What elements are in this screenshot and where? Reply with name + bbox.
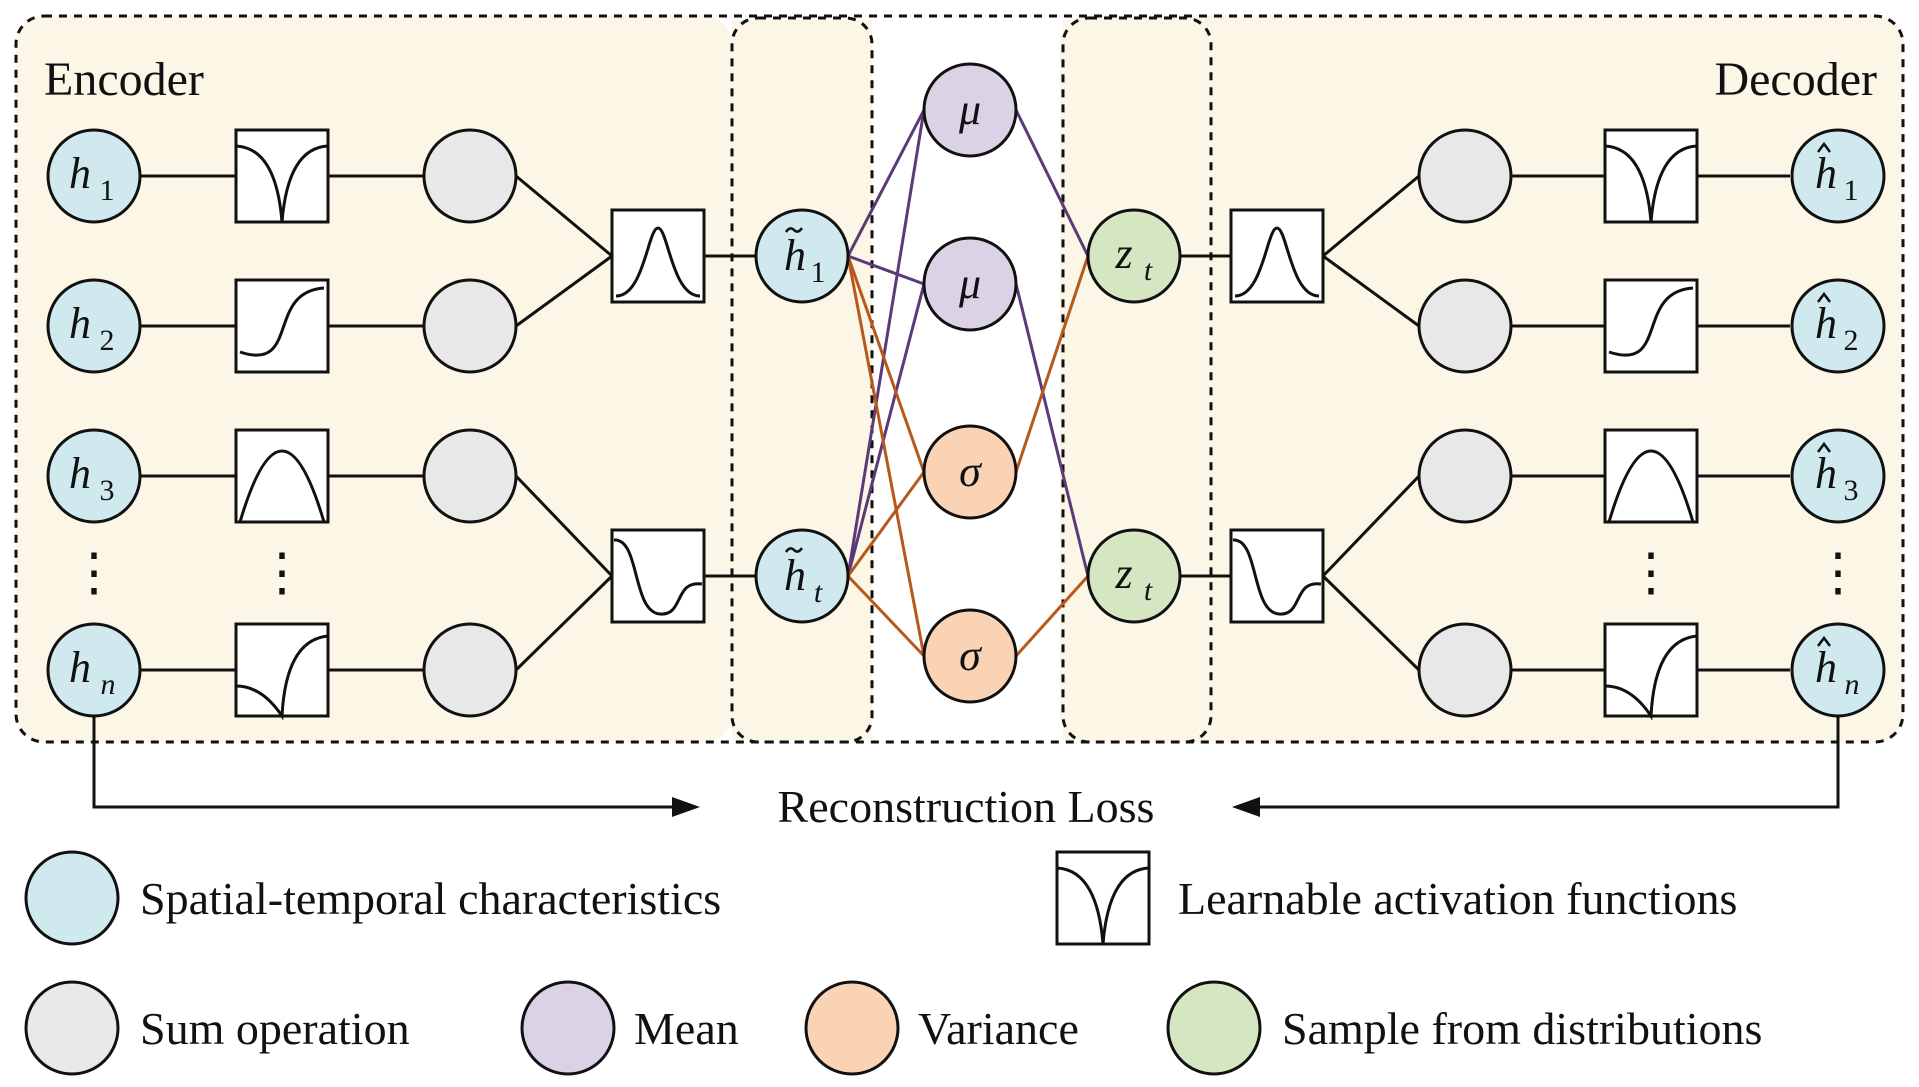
legend: Spatial-temporal characteristics Learnab… bbox=[24, 850, 1762, 1076]
sample-node: z t bbox=[1086, 528, 1182, 624]
svg-text:t: t bbox=[814, 576, 823, 609]
sum-node bbox=[1417, 622, 1513, 718]
svg-text:h: h bbox=[69, 449, 91, 498]
activation-box bbox=[610, 208, 706, 304]
svg-text:n: n bbox=[101, 668, 116, 701]
svg-text:h: h bbox=[784, 551, 806, 600]
sum-node bbox=[1417, 128, 1513, 224]
latent-node-1: h 1 bbox=[754, 208, 850, 304]
sum-node bbox=[422, 128, 518, 224]
input-node-3: h 3 bbox=[46, 428, 142, 524]
sum-node bbox=[1417, 278, 1513, 374]
outer-dashed-frame bbox=[14, 14, 1905, 744]
output-node-1: h 1 bbox=[1790, 128, 1886, 224]
svg-text:h: h bbox=[69, 149, 91, 198]
svg-text:2: 2 bbox=[100, 324, 115, 357]
activation-box bbox=[234, 622, 330, 721]
activation-box bbox=[1603, 428, 1699, 524]
svg-text:3: 3 bbox=[100, 474, 115, 507]
latent-dashed-frame bbox=[730, 16, 874, 744]
input-node-2: h 2 bbox=[46, 278, 142, 374]
svg-text:z: z bbox=[1114, 229, 1132, 278]
svg-text:t: t bbox=[1144, 574, 1153, 607]
svg-text:n: n bbox=[1845, 668, 1860, 701]
sum-node bbox=[422, 278, 518, 374]
decoder-label: Decoder bbox=[1714, 53, 1877, 106]
svg-text:1: 1 bbox=[100, 174, 115, 207]
activation-box bbox=[1603, 278, 1699, 374]
legend-characteristic-swatch bbox=[24, 850, 120, 946]
variance-connections bbox=[846, 255, 1090, 658]
activation-box bbox=[610, 528, 706, 624]
mean-node: μ bbox=[922, 62, 1018, 158]
sample-panel bbox=[1063, 20, 1211, 740]
legend-sum-swatch bbox=[24, 980, 120, 1076]
svg-text:1: 1 bbox=[811, 256, 826, 289]
legend-mean-swatch bbox=[520, 980, 616, 1076]
activation-box bbox=[234, 428, 330, 524]
arrow-head-left bbox=[672, 797, 700, 817]
legend-sample-swatch bbox=[1166, 980, 1262, 1076]
svg-text:1: 1 bbox=[1844, 174, 1859, 207]
variance-node: σ bbox=[922, 424, 1018, 520]
svg-text:h: h bbox=[784, 231, 806, 280]
svg-text:2: 2 bbox=[1844, 324, 1859, 357]
activation-box bbox=[1229, 528, 1325, 624]
output-node-3: h 3 bbox=[1790, 428, 1886, 524]
legend-sum-label: Sum operation bbox=[140, 1003, 410, 1054]
activation-box bbox=[1603, 622, 1699, 721]
svg-text:3: 3 bbox=[1844, 474, 1859, 507]
latent-node-t: h t bbox=[754, 528, 850, 624]
svg-text:h: h bbox=[1815, 449, 1837, 498]
sum-node bbox=[422, 622, 518, 718]
legend-activation-swatch bbox=[1055, 850, 1151, 946]
svg-text:h: h bbox=[1815, 149, 1837, 198]
encoder-panel bbox=[16, 16, 732, 742]
encoder-label: Encoder bbox=[44, 53, 204, 106]
mean-node: μ bbox=[922, 236, 1018, 332]
input-ellipsis: ⋮ bbox=[68, 545, 120, 602]
activation-ellipsis: ⋮ bbox=[256, 545, 308, 602]
legend-activation-label: Learnable activation functions bbox=[1178, 873, 1737, 924]
input-node-1: h 1 bbox=[46, 128, 142, 224]
legend-mean-label: Mean bbox=[634, 1003, 739, 1054]
arrow-head-right bbox=[1232, 797, 1260, 817]
reconstruction-loss-label: Reconstruction Loss bbox=[778, 781, 1155, 832]
svg-text:h: h bbox=[69, 299, 91, 348]
svg-text:σ: σ bbox=[959, 447, 983, 496]
output-node-n: h n bbox=[1790, 622, 1886, 718]
activation-box bbox=[1603, 128, 1699, 224]
svg-text:h: h bbox=[1815, 643, 1837, 692]
activation-box bbox=[1229, 208, 1325, 304]
decoder-connections bbox=[1175, 174, 1790, 672]
legend-variance-swatch bbox=[804, 980, 900, 1076]
svg-text:h: h bbox=[69, 643, 91, 692]
legend-variance-label: Variance bbox=[918, 1003, 1079, 1054]
output-node-2: h 2 bbox=[1790, 278, 1886, 374]
svg-text:σ: σ bbox=[959, 631, 983, 680]
svg-text:μ: μ bbox=[958, 85, 981, 134]
svg-text:h: h bbox=[1815, 299, 1837, 348]
sample-dashed-frame bbox=[1061, 16, 1213, 744]
encoder-connections bbox=[140, 174, 756, 672]
latent-panel bbox=[732, 20, 872, 740]
mean-connections bbox=[846, 109, 1090, 577]
activation-ellipsis: ⋮ bbox=[1625, 545, 1677, 602]
reconstruction-loss-arrows bbox=[92, 716, 1840, 809]
variance-node: σ bbox=[922, 608, 1018, 704]
activation-box bbox=[234, 128, 330, 224]
svg-text:t: t bbox=[1144, 254, 1153, 287]
svg-text:z: z bbox=[1114, 549, 1132, 598]
output-ellipsis: ⋮ bbox=[1812, 545, 1864, 602]
legend-sample-label: Sample from distributions bbox=[1282, 1003, 1762, 1054]
svg-text:μ: μ bbox=[958, 259, 981, 308]
legend-characteristic-label: Spatial-temporal characteristics bbox=[140, 873, 721, 924]
sum-node bbox=[422, 428, 518, 524]
sample-node: z t bbox=[1086, 208, 1182, 304]
input-node-n: h n bbox=[46, 622, 142, 718]
sum-node bbox=[1417, 428, 1513, 524]
activation-box bbox=[234, 278, 330, 374]
